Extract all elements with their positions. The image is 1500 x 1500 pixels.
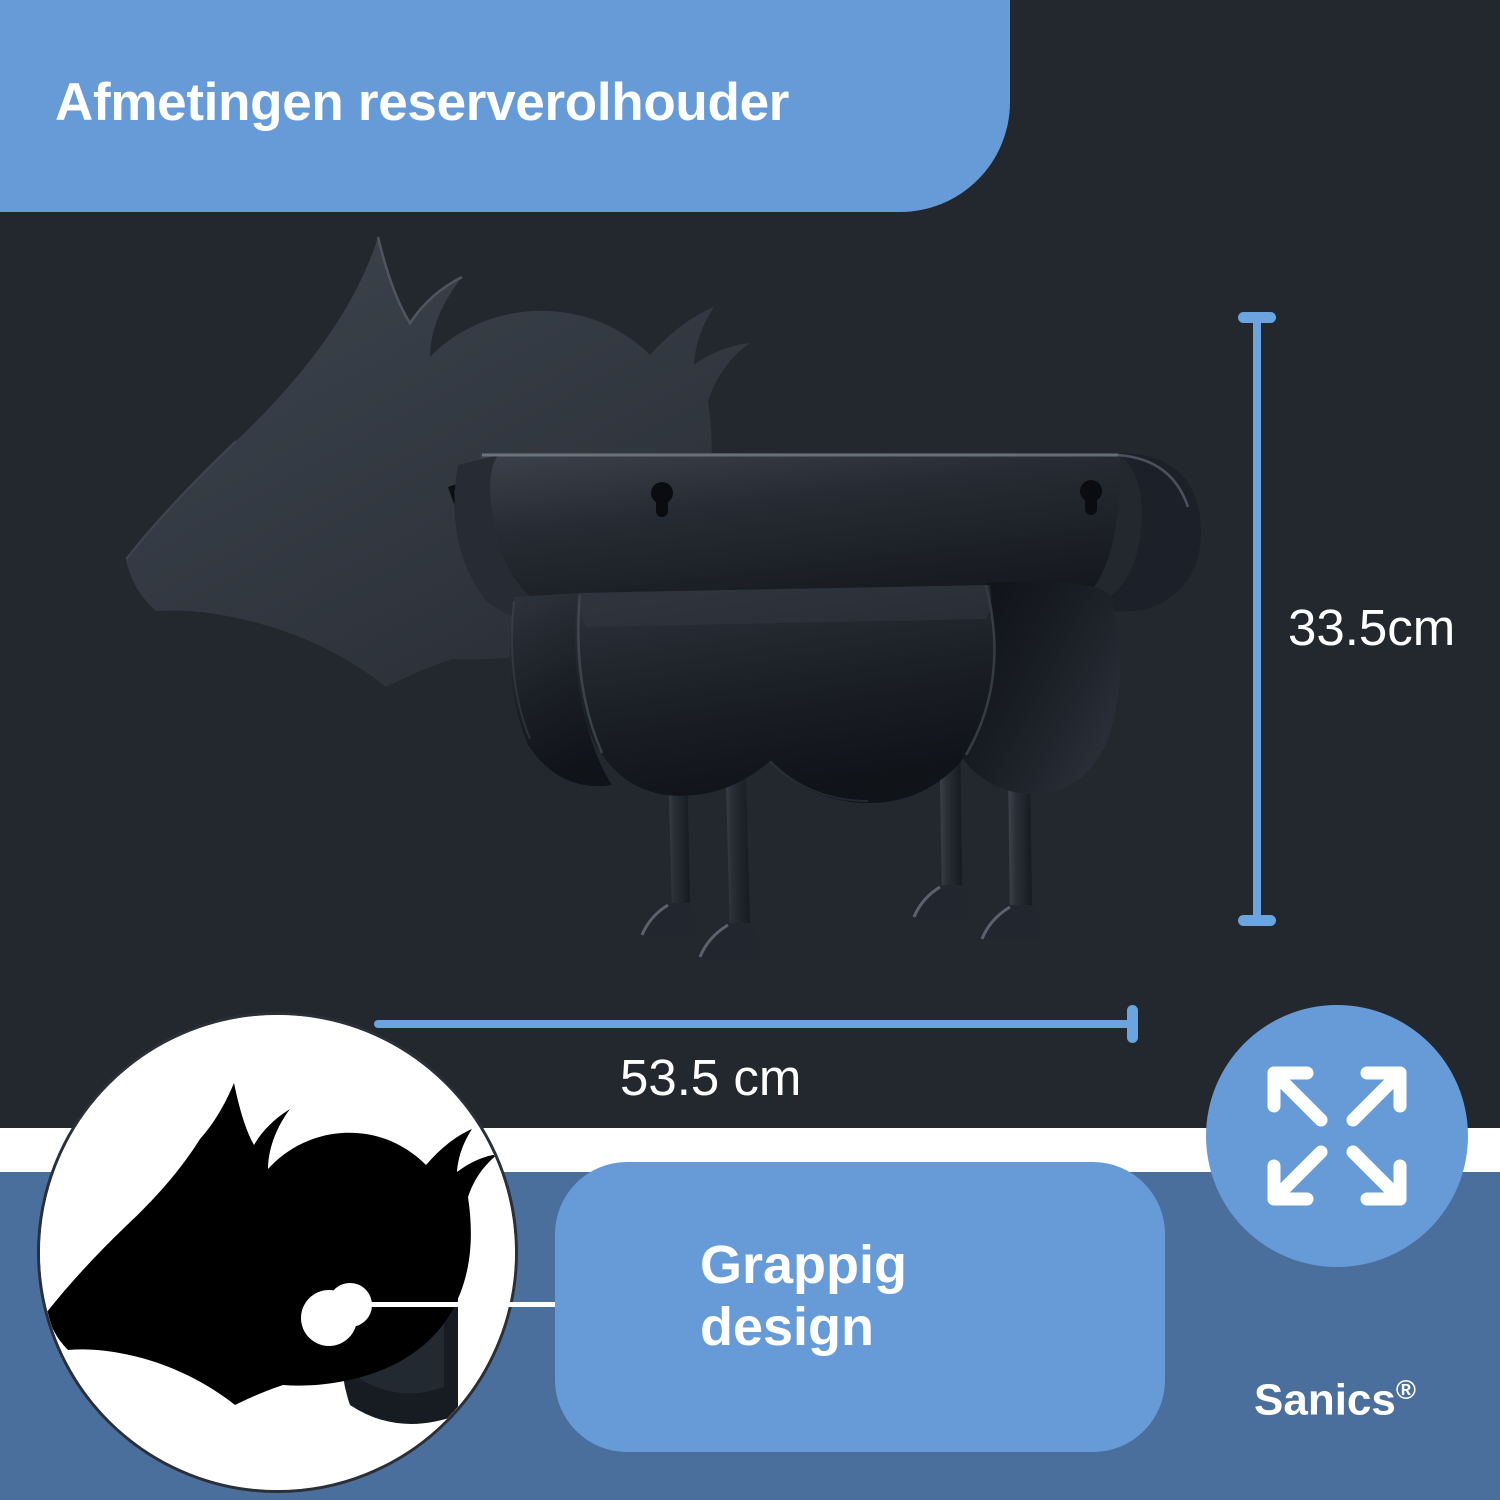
- feature-callout-line1: Grappig: [700, 1235, 908, 1295]
- dimension-shaft: [1253, 318, 1261, 920]
- body-top-panel: [454, 453, 1201, 623]
- size-badge: [1206, 1005, 1468, 1267]
- title-banner: [0, 0, 1010, 212]
- expand-arrows-icon: [1267, 1066, 1407, 1206]
- brand-logo: Sanics®: [1254, 1374, 1416, 1426]
- dimension-cap-right: [1127, 1005, 1138, 1043]
- keyhole-slot-left: [651, 482, 673, 517]
- page-title: Afmetingen reserverolhouder: [55, 73, 790, 132]
- width-label: 53.5 cm: [620, 1049, 802, 1106]
- callout-leader-line: [352, 1302, 682, 1307]
- height-dimension-line: [1238, 312, 1276, 926]
- dimension-shaft: [374, 1020, 1130, 1028]
- feature-callout-pill: [555, 1162, 1165, 1452]
- callout-marker-dot: [328, 1283, 372, 1327]
- dimension-cap-top: [1238, 312, 1276, 323]
- detail-zoom-circle: [37, 1012, 518, 1493]
- keyhole-slot-right: [1080, 480, 1102, 515]
- brand-name: Sanics: [1254, 1375, 1396, 1425]
- trademark-symbol: ®: [1395, 1374, 1416, 1405]
- height-label: 33.5cm: [1288, 599, 1456, 656]
- dimension-cap-bottom: [1238, 915, 1276, 926]
- body-lower-panels: [510, 581, 1121, 803]
- feature-callout-text: Grappig design: [700, 1235, 1120, 1358]
- width-dimension-line: [374, 1005, 1138, 1043]
- product-image: [110, 215, 1240, 975]
- feature-callout-line2: design: [700, 1296, 875, 1357]
